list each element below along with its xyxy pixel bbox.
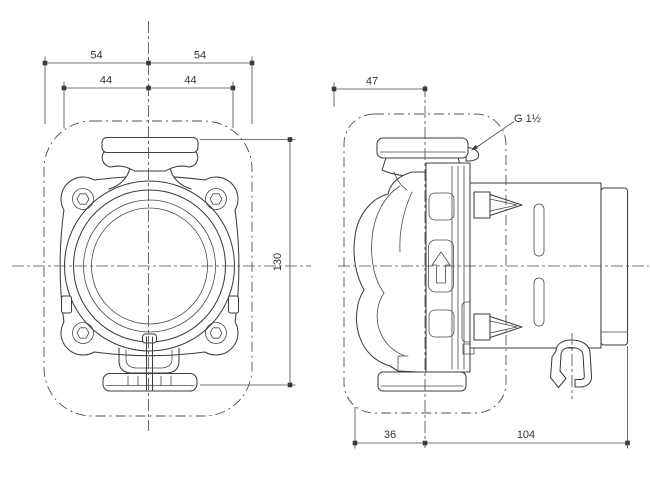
dim-36-104: 36 104 <box>352 346 630 449</box>
cable-clamp <box>549 333 593 399</box>
dim-ticks <box>352 440 630 446</box>
volute-housing <box>353 171 451 374</box>
dim-ticks <box>287 137 293 388</box>
side-phantom-outline <box>343 113 507 414</box>
flange-adapter-plate <box>425 162 477 373</box>
side-top-union-nut <box>376 137 480 162</box>
dim-ticks <box>331 86 428 92</box>
front-phantom-outline <box>43 120 253 417</box>
motor-end-cap <box>600 187 629 346</box>
dim-ticks <box>42 60 255 66</box>
connection-thread-label: G 1½ <box>514 113 541 125</box>
clamp-screw-top <box>473 191 523 219</box>
clamp-screw-bottom <box>473 313 523 341</box>
dim-47: 47 <box>331 76 428 107</box>
top-port-cap <box>101 136 199 154</box>
side-view: 47 G 1½ 36 104 <box>331 76 649 449</box>
vent-slots <box>533 203 545 327</box>
front-view: 54 54 44 44 130 <box>12 21 311 431</box>
bottom-union-nut <box>102 336 198 392</box>
side-bottom-union-nut <box>377 371 467 392</box>
dim-44-44: 44 44 <box>61 75 236 128</box>
dim-label-44-right: 44 <box>184 75 196 87</box>
dim-130: 130 <box>200 137 296 388</box>
dim-label-47: 47 <box>366 76 378 88</box>
flow-direction-arrow <box>431 251 451 284</box>
dim-label-130: 130 <box>272 253 284 271</box>
dim-label-54-right: 54 <box>194 50 206 62</box>
left-clamp-lug <box>60 295 73 314</box>
leader-arrowhead <box>471 144 478 151</box>
right-clamp-lug <box>227 295 240 314</box>
dim-54-54: 54 54 <box>42 50 255 124</box>
dim-ticks <box>61 85 236 91</box>
connection-callout: G 1½ <box>471 113 541 151</box>
dim-label-44-left: 44 <box>100 75 112 87</box>
dim-label-54-left: 54 <box>90 50 102 62</box>
top-union-nut <box>101 151 199 172</box>
dim-label-104: 104 <box>517 429 535 441</box>
bolt-holes <box>72 188 227 344</box>
dim-label-36: 36 <box>384 429 396 441</box>
